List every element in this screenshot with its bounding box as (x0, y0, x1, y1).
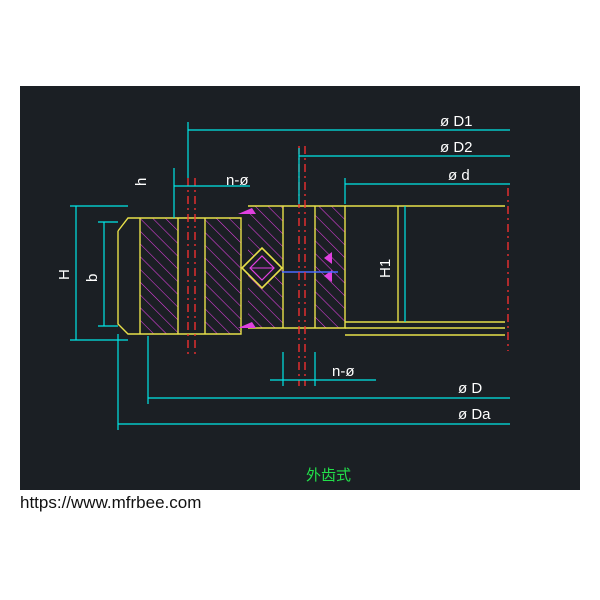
label-b: b (84, 274, 101, 282)
watermark-url: https://www.mfrbee.com (20, 493, 202, 512)
drawing-canvas: ø D1 ø D2 ø d h n-ø H b H1 n-ø ø D ø Da … (20, 86, 580, 490)
raceway-roller (240, 246, 284, 290)
outer-ring-section (140, 218, 241, 334)
dimension-lines (70, 122, 510, 430)
cad-drawing: ø D1 ø D2 ø d h n-ø H b H1 n-ø ø D ø Da … (56, 113, 510, 484)
label-d1: ø D1 (440, 113, 473, 130)
label-D: ø D (458, 380, 482, 397)
label-H1: H1 (377, 259, 394, 278)
seals (238, 208, 332, 328)
bearing-outline (117, 205, 505, 336)
label-H: H (56, 269, 73, 280)
label-n-phi-top: n-ø (226, 172, 249, 189)
drawing-caption: 外齿式 (306, 467, 351, 484)
label-d2: ø D2 (440, 139, 473, 156)
label-d: ø d (448, 167, 470, 184)
label-h: h (133, 178, 150, 186)
label-Da: ø Da (458, 406, 491, 423)
label-n-phi-bottom: n-ø (332, 363, 355, 380)
dimension-labels: ø D1 ø D2 ø d h n-ø H b H1 n-ø ø D ø Da (56, 113, 491, 423)
